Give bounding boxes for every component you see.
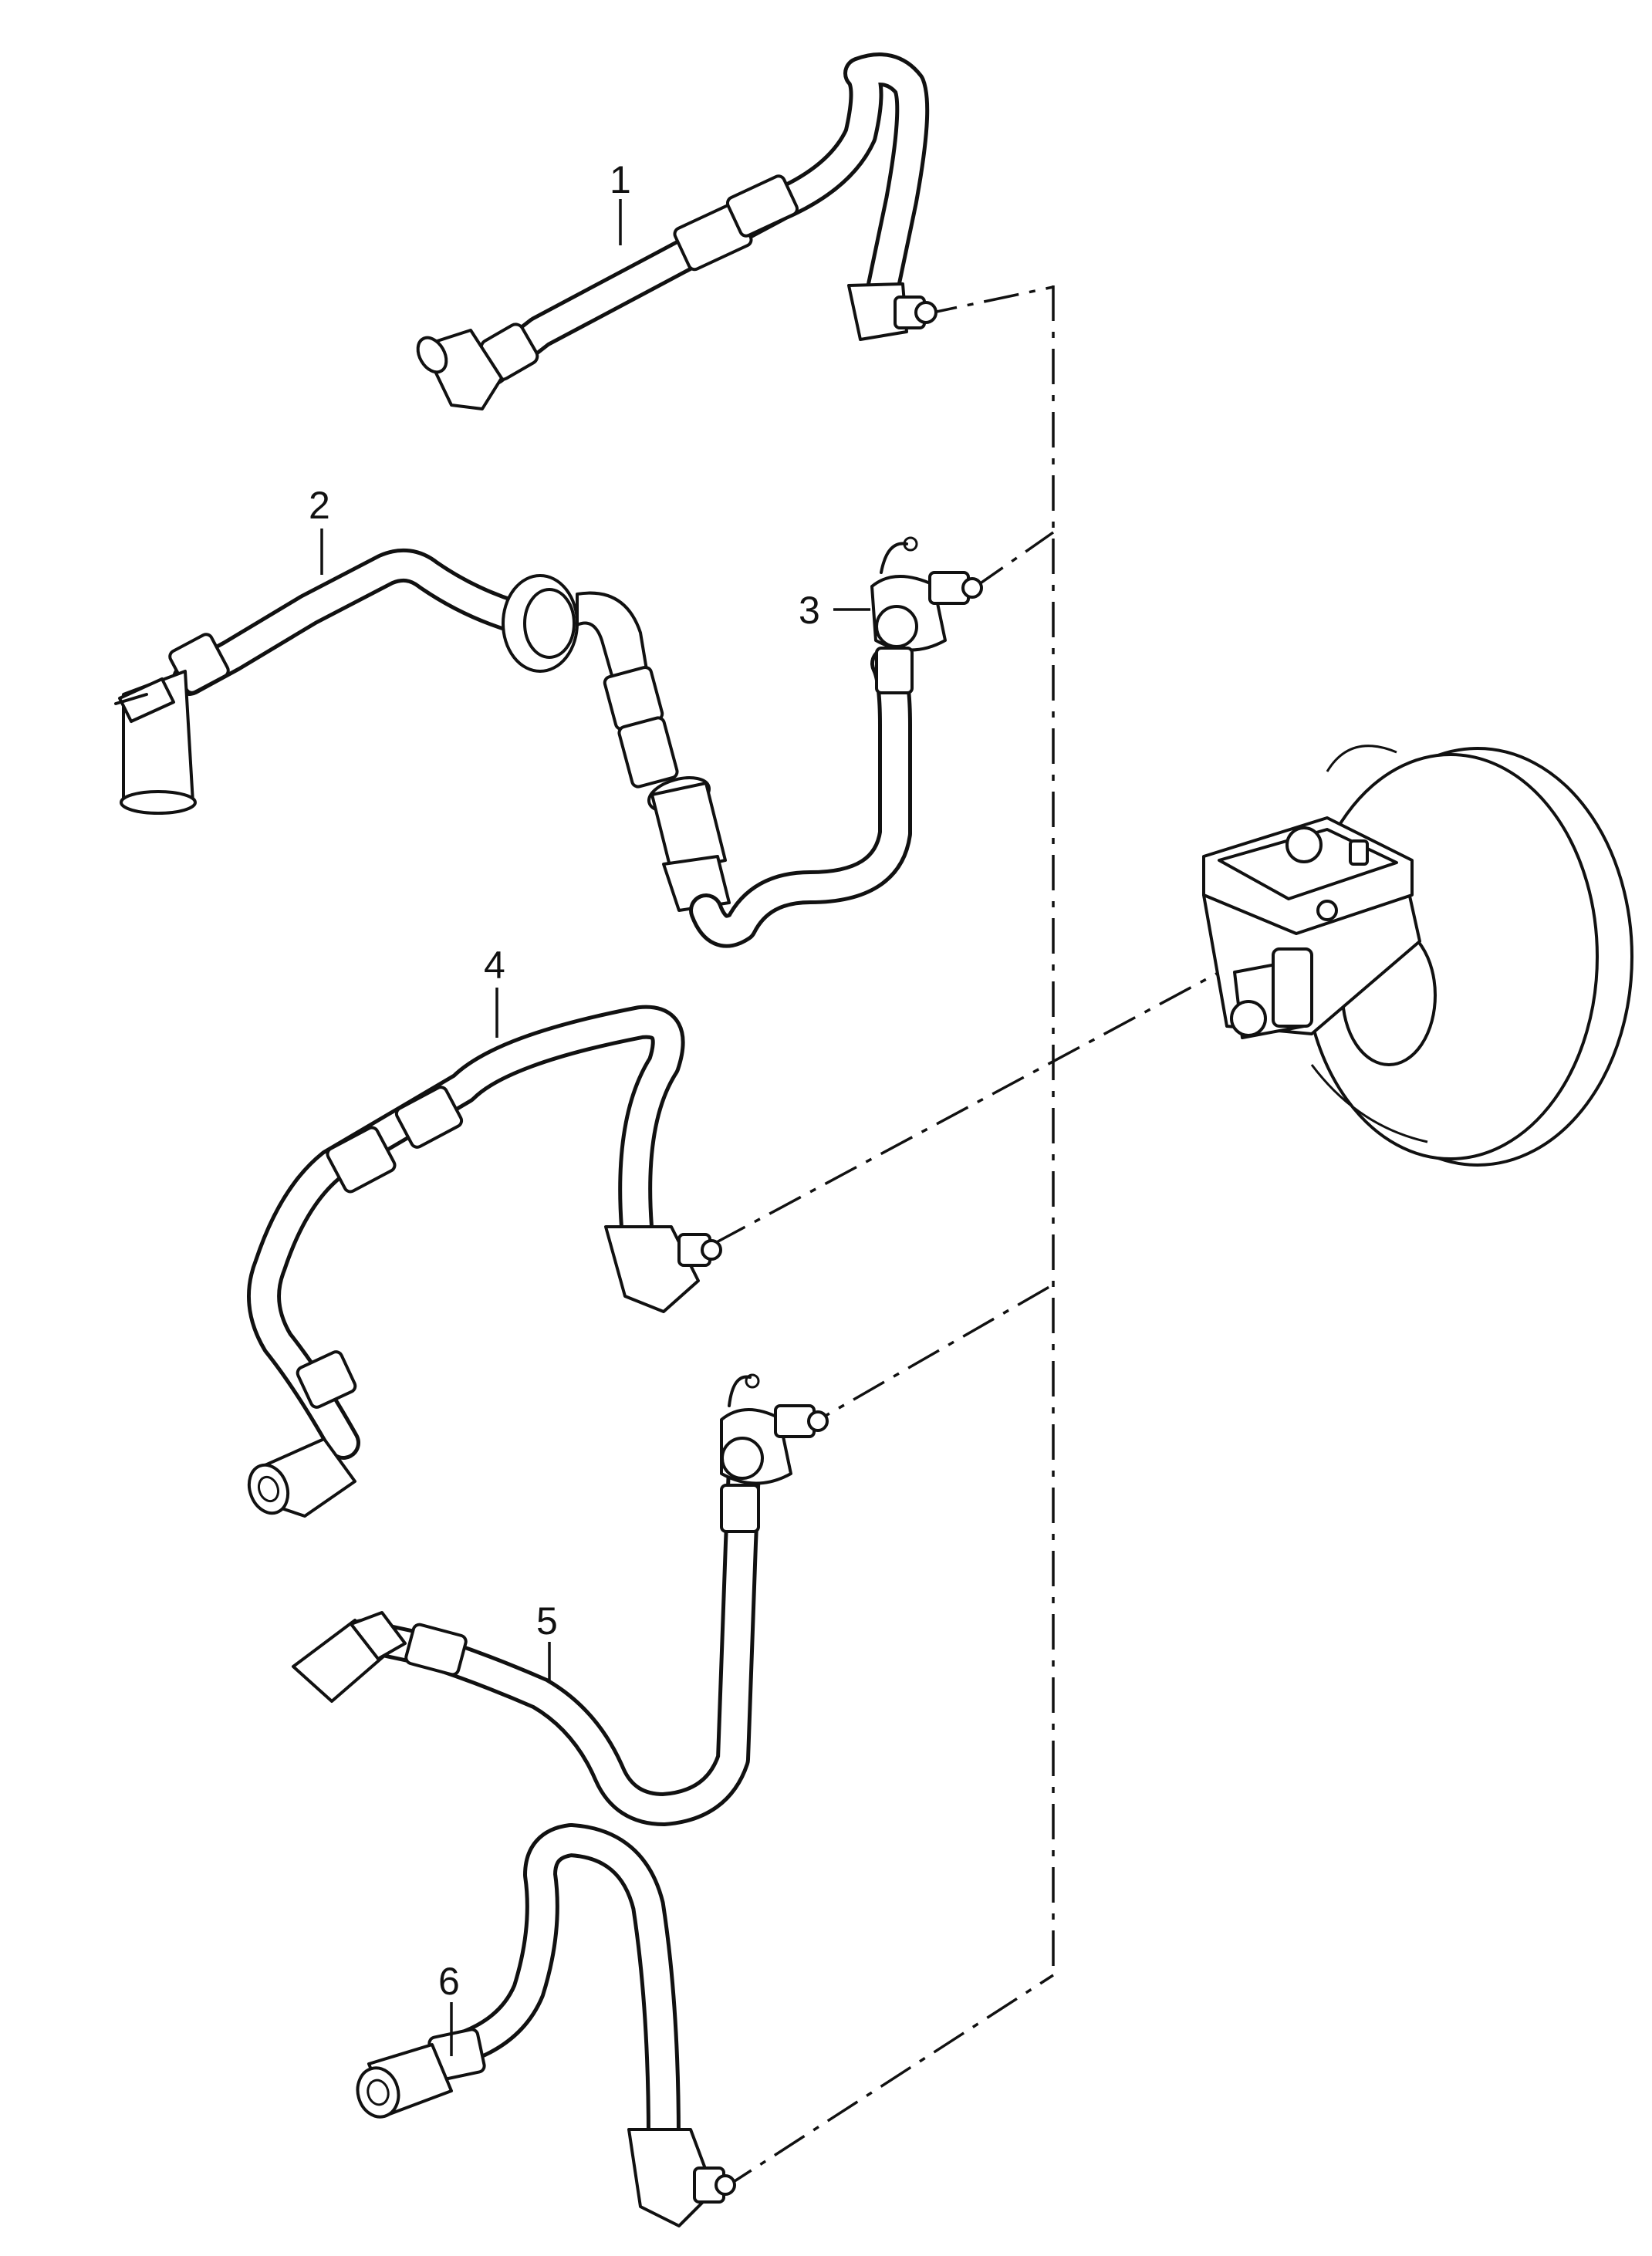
connector-line-3 [972, 531, 1055, 589]
connector-line-6 [721, 1974, 1054, 2191]
callout-labels: 1 2 3 4 5 6 [309, 158, 820, 2003]
connector-line-5 [798, 1283, 1054, 1433]
vacuum-hose-5 [292, 1373, 829, 1826]
callout-4: 4 [484, 944, 505, 987]
vacuum-hose-6 [356, 1823, 736, 2227]
callout-leaders [320, 199, 870, 2056]
callout-2: 2 [309, 484, 330, 527]
connector-line-1 [921, 285, 1054, 316]
vacuum-hose-1 [416, 52, 937, 410]
brake-servo-assembly [1202, 745, 1633, 1167]
vacuum-hose-2 [114, 548, 912, 948]
check-valve-3 [870, 536, 983, 694]
callout-5: 5 [536, 1599, 558, 1643]
callout-3: 3 [799, 589, 820, 632]
vacuum-hose-4 [247, 1005, 722, 1518]
callout-6: 6 [438, 1960, 460, 2003]
callout-1: 1 [610, 158, 631, 201]
connection-lines [713, 285, 1328, 2191]
